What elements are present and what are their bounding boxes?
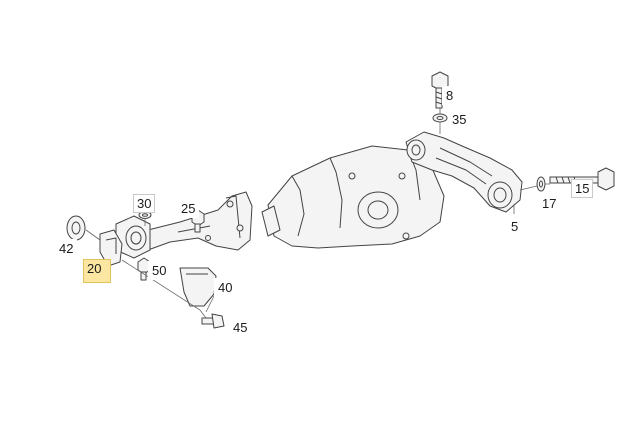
callout-50[interactable]: 50: [148, 261, 171, 280]
washer-30: [138, 211, 152, 219]
callout-42[interactable]: 42: [55, 239, 78, 258]
washer-17: [536, 176, 546, 192]
callout-20[interactable]: 20: [83, 259, 111, 283]
bracket-20: [99, 229, 123, 267]
callout-30[interactable]: 30: [133, 194, 156, 213]
washer-35: [432, 113, 448, 123]
bolt-45: [201, 313, 225, 329]
bushing-42: [66, 215, 86, 241]
callout-40[interactable]: 40: [214, 278, 237, 297]
callout-15[interactable]: 15: [571, 179, 594, 198]
bolt-50: [137, 257, 151, 281]
callout-25[interactable]: 25: [177, 199, 200, 218]
callout-45[interactable]: 45: [229, 318, 252, 337]
callout-35[interactable]: 35: [448, 110, 471, 129]
callout-17[interactable]: 17: [538, 194, 561, 213]
rubber-mount: [115, 215, 151, 259]
differential-housing: [261, 145, 445, 249]
upper-mount-arm: [405, 131, 523, 213]
plate-40: [179, 267, 217, 307]
callout-8[interactable]: 8: [442, 86, 458, 105]
callout-5[interactable]: 5: [507, 217, 523, 236]
